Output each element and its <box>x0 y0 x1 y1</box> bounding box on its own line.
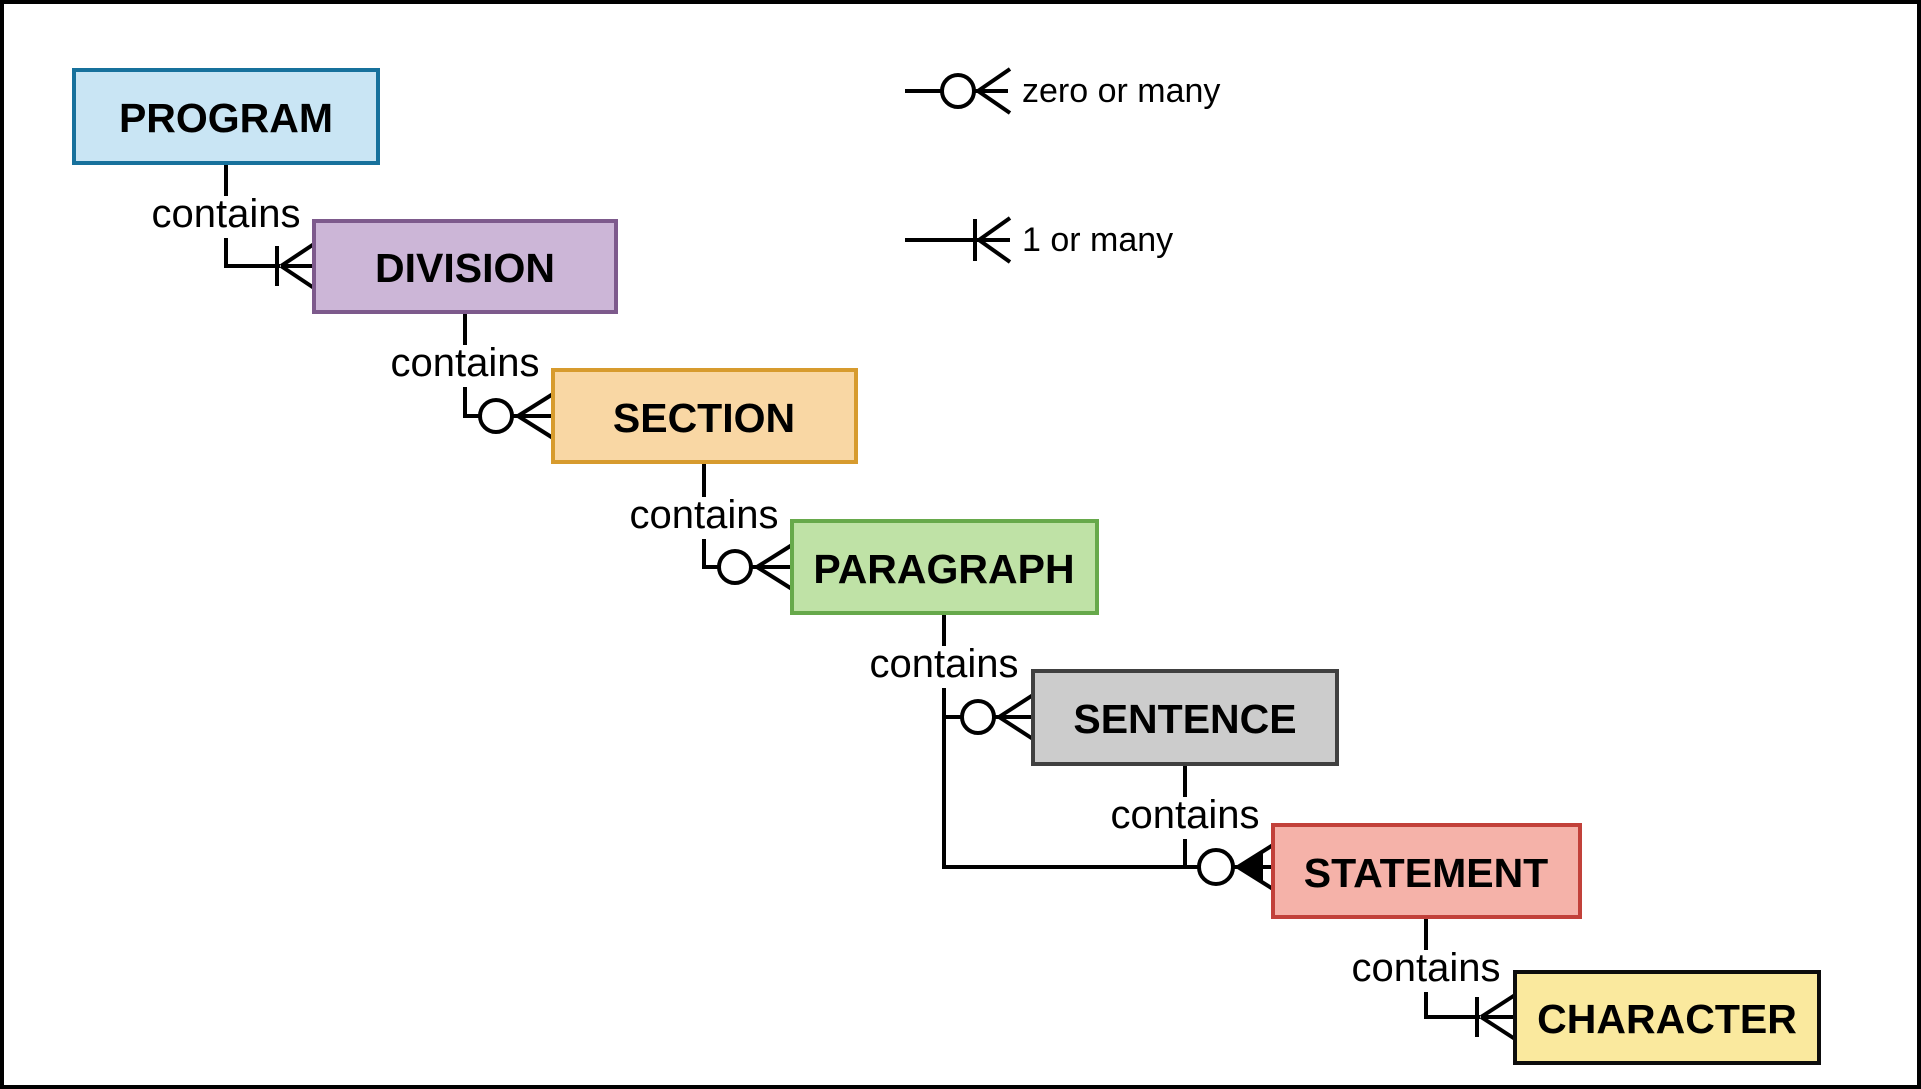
connector-division-section: contains <box>391 312 555 440</box>
one-or-many-icon <box>275 242 316 290</box>
connector-sentence-statement: contains <box>1111 764 1275 891</box>
entity-label-sentence: SENTENCE <box>1073 696 1296 742</box>
legend-label-zero-or-many: zero or many <box>1022 72 1220 110</box>
legend-item-one-or-many: 1 or many <box>905 216 1173 264</box>
entity-sentence: SENTENCE <box>1031 669 1339 766</box>
entity-label-division: DIVISION <box>375 245 555 291</box>
entity-character: CHARACTER <box>1513 970 1821 1065</box>
connector-statement-character: contains <box>1352 917 1517 1041</box>
relationship-label: contains <box>1352 946 1501 990</box>
zero-or-many-icon <box>960 693 1035 741</box>
zero-or-many-icon <box>1197 843 1275 891</box>
connector-paragraph-sentence: contains <box>870 613 1035 741</box>
entity-box-section <box>551 368 858 464</box>
entity-label-section: SECTION <box>613 395 795 441</box>
entity-label-statement: STATEMENT <box>1304 850 1548 896</box>
entity-box-sentence <box>1031 669 1339 766</box>
relationship-label: contains <box>630 493 779 537</box>
entity-label-program: PROGRAM <box>119 95 333 141</box>
entity-box-paragraph <box>790 519 1099 615</box>
entity-box-division <box>312 219 618 314</box>
entity-box-statement <box>1271 823 1582 919</box>
relationship-label: contains <box>1111 793 1260 837</box>
relationship-label: contains <box>152 192 301 236</box>
entity-section: SECTION <box>551 368 858 464</box>
legend-item-zero-or-many: zero or many <box>905 67 1220 115</box>
zero-or-many-icon <box>717 543 794 591</box>
entity-paragraph: PARAGRAPH <box>790 519 1099 615</box>
entity-division: DIVISION <box>312 219 618 314</box>
zero-or-many-icon <box>905 67 1012 115</box>
connector-paragraph-statement <box>942 717 1198 869</box>
zero-or-many-icon <box>478 392 555 440</box>
entity-statement: STATEMENT <box>1271 823 1582 919</box>
entity-box-program <box>72 68 380 165</box>
entity-box-character <box>1513 970 1821 1065</box>
legend-label-one-or-many: 1 or many <box>1022 221 1173 259</box>
entity-label-paragraph: PARAGRAPH <box>813 546 1074 592</box>
entity-label-character: CHARACTER <box>1537 996 1797 1042</box>
entity-program: PROGRAM <box>72 68 380 165</box>
one-or-many-icon <box>1475 993 1517 1041</box>
one-or-many-icon <box>905 216 1012 264</box>
relationship-label: contains <box>870 642 1019 686</box>
connector-section-paragraph: contains <box>630 462 794 591</box>
solid-arrowhead-icon <box>1235 852 1263 882</box>
relationship-label: contains <box>391 341 540 385</box>
connector-program-division: contains <box>152 163 316 290</box>
